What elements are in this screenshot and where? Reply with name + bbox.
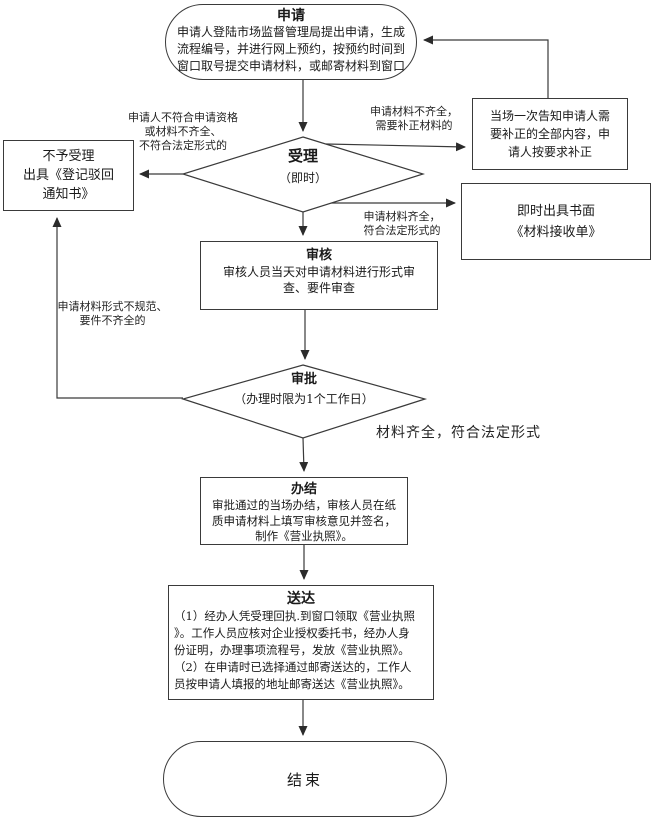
- apply-body: 申请人登陆市场监督管理局提出申请，生成 流程编号，并进行网上预约，按预约时间到 …: [176, 25, 405, 73]
- accept-subtitle: （即时）: [278, 171, 327, 185]
- end-node: 结束: [163, 741, 447, 817]
- apply-title: 申请: [277, 8, 305, 24]
- complete-node: 办结 审批通过的当场办结，审核人员在纸 质申请材料上填写审核意见并签名， 制作《…: [200, 477, 408, 545]
- receipt-body: 即时出具书面 《材料接收单》: [510, 203, 602, 240]
- approve-title: 审批: [290, 372, 317, 387]
- deliver-node: 送达 （1）经办人凭受理回执.到窗口领取《营业执照 》。工作人员应核对企业授权委…: [168, 585, 434, 700]
- receipt-node: 即时出具书面 《材料接收单》: [461, 183, 651, 260]
- reject-body: 不予受理 出具《登记驳回 通知书》: [22, 149, 114, 202]
- edge-label-complete-lawful: 申请材料齐全， 符合法定形式的: [363, 210, 441, 237]
- arrow-approve-to-complete: [299, 437, 309, 472]
- approve-subtitle: （办理时限为1个工作日）: [234, 392, 374, 406]
- edge-label-form-irregular: 申请材料形式不规范、 要件不齐全的: [57, 300, 168, 327]
- review-body: 审核人员当天对申请材料进行形式审 查、要件审查: [222, 265, 415, 295]
- supplement-body: 当场一次告知申请人需 要补正的全部内容，申 请人按要求补正: [489, 109, 610, 159]
- arrow-approve-back-to-reject: [52, 217, 183, 399]
- accept-diamond-shape: [180, 136, 426, 213]
- edge-label-need-supplement: 申请材料不齐全， 需要补正材料的: [370, 105, 458, 132]
- complete-title: 办结: [290, 482, 317, 497]
- arrow-supplement-back-to-apply: [423, 35, 549, 98]
- review-title: 审核: [305, 248, 332, 263]
- end-title: 结束: [286, 770, 323, 789]
- deliver-body: （1）经办人凭受理回执.到窗口领取《营业执照 》。工作人员应核对企业授权委托书，…: [174, 609, 415, 691]
- accept-title: 受理: [287, 147, 318, 165]
- complete-body: 审批通过的当场办结，审核人员在纸 质申请材料上填写审核意见并签名， 制作《营业执…: [212, 498, 396, 543]
- reject-node: 不予受理 出具《登记驳回 通知书》: [3, 140, 134, 211]
- review-node: 审核 审核人员当天对申请材料进行形式审 查、要件审查: [200, 241, 438, 310]
- accept-diamond: 受理 （即时）: [183, 147, 423, 186]
- approve-diamond-shape: [180, 364, 428, 439]
- edge-label-approved: 材料齐全，符合法定形式: [376, 425, 541, 441]
- edge-label-not-qualified: 申请人不符合申请资格 或材料不齐全、 不符合法定形式的: [128, 111, 238, 152]
- approve-diamond: 审批 （办理时限为1个工作日）: [183, 372, 425, 407]
- arrow-accept-to-supplement: [325, 142, 466, 152]
- supplement-node: 当场一次告知申请人需 要补正的全部内容，申 请人按要求补正: [472, 98, 628, 170]
- apply-node: 申请 申请人登陆市场监督管理局提出申请，生成 流程编号，并进行网上预约，按预约时…: [165, 4, 417, 80]
- deliver-title: 送达: [287, 591, 315, 607]
